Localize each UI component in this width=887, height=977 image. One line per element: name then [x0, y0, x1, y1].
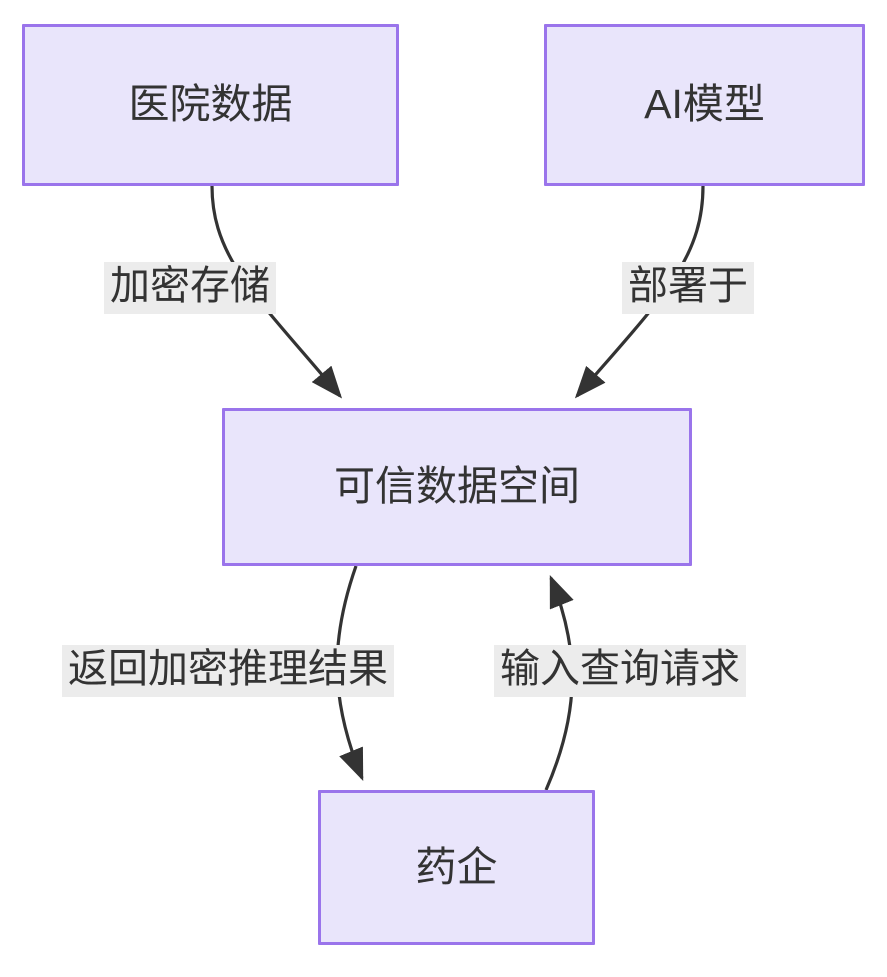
edge-label-deployed-on: 部署于	[622, 262, 754, 314]
node-pharma-company[interactable]: 药企	[318, 790, 595, 945]
node-trusted-data-space-label: 可信数据空间	[334, 463, 580, 510]
node-trusted-data-space[interactable]: 可信数据空间	[222, 408, 692, 566]
node-hospital-data[interactable]: 医院数据	[22, 24, 399, 186]
node-pharma-company-label: 药企	[415, 843, 498, 890]
node-hospital-data-label: 医院数据	[128, 81, 293, 128]
node-ai-model-label: AI模型	[644, 81, 765, 128]
edge-label-encrypted-storage: 加密存储	[104, 262, 276, 314]
edge-label-return-encrypted-inference-result: 返回加密推理结果	[62, 645, 394, 697]
node-ai-model[interactable]: AI模型	[544, 24, 865, 186]
edge-label-input-query-request: 输入查询请求	[494, 645, 746, 697]
